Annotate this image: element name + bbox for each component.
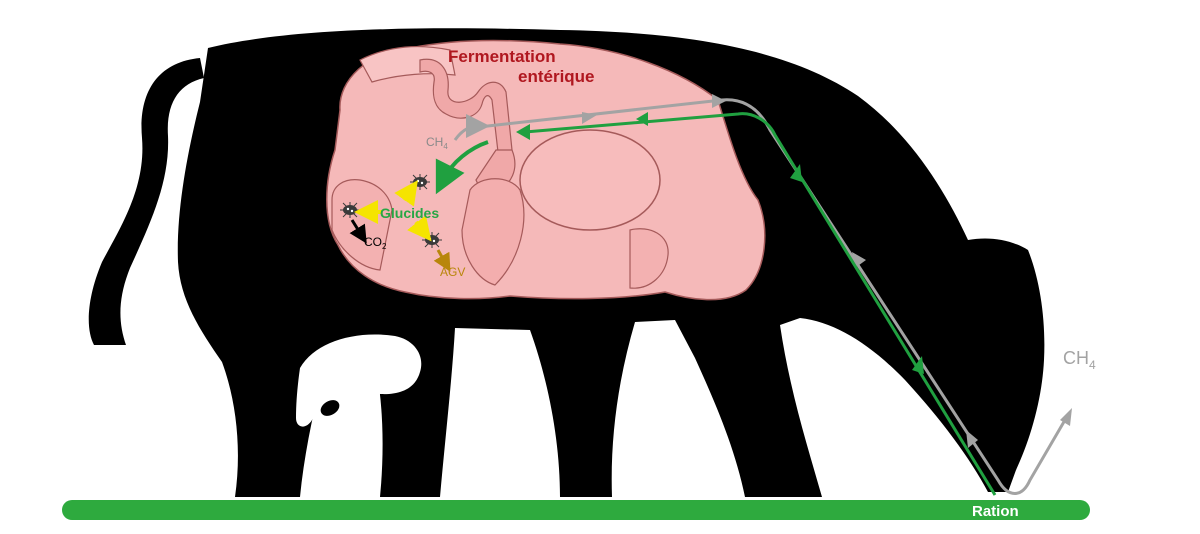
agv-label: AGV	[440, 265, 465, 279]
ch4-outer-label: CH4	[1063, 348, 1096, 372]
enterique-label: entérique	[518, 67, 595, 86]
ground-bar	[62, 500, 1090, 520]
fermentation-label: Fermentation	[448, 47, 556, 66]
glucides-label: Glucides	[380, 205, 439, 221]
ration-label: Ration	[972, 503, 1019, 520]
